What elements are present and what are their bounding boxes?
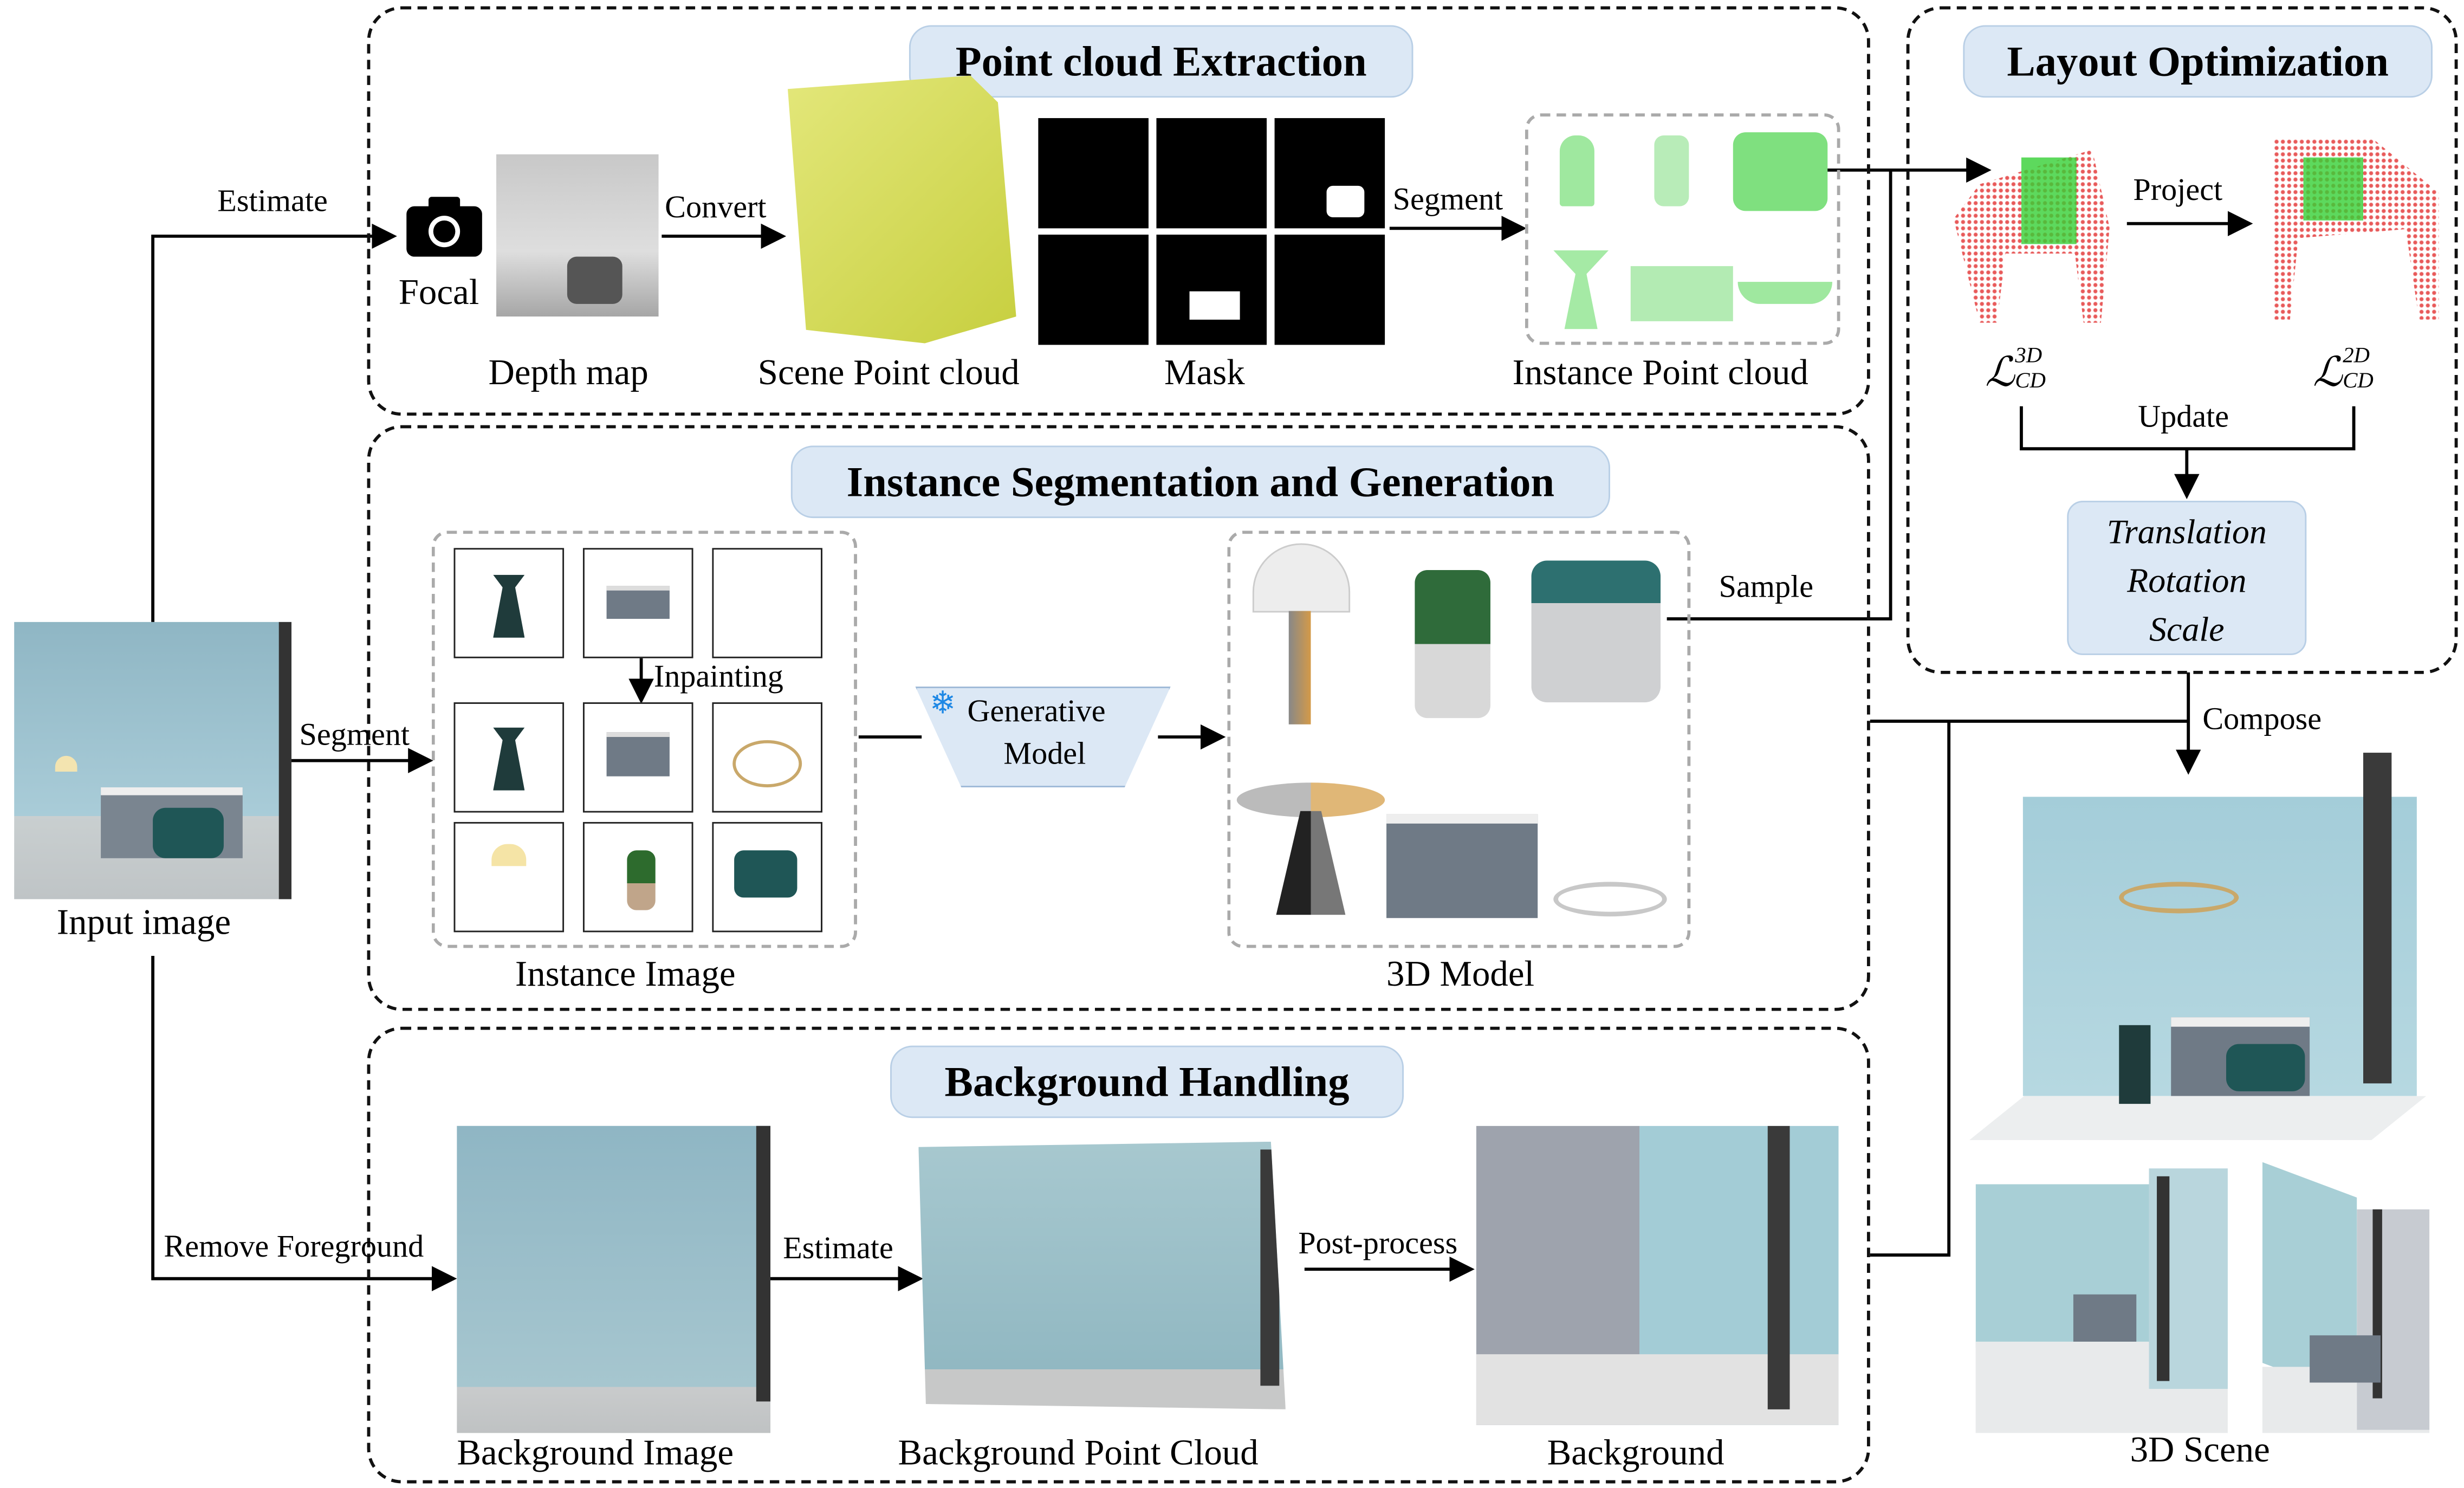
estimate-label-bottom: Estimate	[783, 1231, 893, 1266]
mask-tile	[1038, 118, 1149, 229]
chandelier-thumb	[732, 740, 802, 787]
mask-tile	[1156, 234, 1267, 345]
loss-symbol: ℒ	[2312, 350, 2343, 396]
input-image-label: Input image	[56, 902, 231, 942]
generative-model-label-1: Generative	[967, 694, 1106, 729]
snowflake-icon: ❄	[929, 687, 956, 721]
param-translation: Translation	[2106, 512, 2267, 552]
post-process-label: Post-process	[1298, 1226, 1458, 1261]
3d-scene-label: 3D Scene	[2130, 1429, 2270, 1470]
background-point-cloud-image	[918, 1141, 1286, 1409]
loss-sup: 3D	[2015, 345, 2042, 369]
loss-sub: CD	[2343, 370, 2374, 394]
mask-label: Mask	[1164, 352, 1245, 392]
camera-icon	[406, 197, 482, 257]
convert-label: Convert	[665, 190, 767, 225]
chandelier-model	[1553, 882, 1667, 917]
mask-tile	[1156, 118, 1267, 229]
loss-sub: CD	[2015, 370, 2046, 394]
3d-model-label: 3D Model	[1386, 954, 1535, 994]
background-handling-section	[367, 1026, 1870, 1484]
instance-tile	[453, 821, 565, 933]
background-image	[457, 1125, 771, 1433]
inpainting-label: Inpainting	[653, 659, 783, 695]
segment-label-left: Segment	[299, 718, 410, 753]
section-title-instance-seg: Instance Segmentation and Generation	[790, 445, 1610, 519]
param-rotation: Rotation	[2127, 560, 2247, 600]
instance-image-label: Instance Image	[515, 954, 736, 994]
mask-shape	[1189, 291, 1240, 320]
background-image-label: Background Image	[457, 1433, 734, 1473]
instance-point-cloud-box	[1525, 113, 1840, 345]
remove-foreground-label: Remove Foreground	[164, 1230, 424, 1265]
point-cloud-extraction-section	[367, 6, 1870, 416]
cactus-thumb	[627, 850, 656, 910]
desk-thumb	[606, 732, 670, 777]
input-image	[14, 622, 291, 900]
mask-shape	[1326, 185, 1365, 218]
instance-tile	[453, 548, 565, 658]
layout-optimization-section	[1906, 6, 2458, 674]
scene-point-cloud-image	[788, 75, 1016, 344]
focal-label: Focal	[398, 272, 479, 312]
point-cloud-green	[2303, 157, 2363, 221]
desk-thumb	[606, 586, 670, 619]
cactus-model	[1415, 570, 1490, 719]
3d-scene-view-right	[2262, 1162, 2430, 1433]
instance-segmentation-section	[367, 425, 1870, 1011]
param-scale: Scale	[2149, 609, 2225, 649]
project-label: Project	[2133, 173, 2223, 208]
background-point-cloud-label: Background Point Cloud	[898, 1433, 1259, 1473]
estimate-label-top: Estimate	[217, 184, 328, 219]
depth-map-label: Depth map	[488, 352, 649, 392]
chair-thumb	[734, 850, 797, 898]
loss-symbol: ℒ	[1985, 350, 2015, 396]
3d-scene-main	[1969, 753, 2427, 1140]
desk-model	[1386, 814, 1538, 918]
generative-model-block	[915, 687, 1171, 787]
background-label: Background	[1547, 1433, 1724, 1473]
section-title-point-cloud: Point cloud Extraction	[909, 25, 1413, 98]
sample-label: Sample	[1719, 570, 1814, 605]
section-title-background: Background Handling	[890, 1045, 1404, 1118]
scene-point-cloud-label: Scene Point cloud	[757, 352, 1020, 392]
point-cloud-green	[2021, 157, 2077, 244]
3d-scene-view-left	[1975, 1168, 2228, 1433]
3d-model-box	[1227, 530, 1691, 948]
instance-tile	[712, 548, 822, 658]
instance-point-cloud-label: Instance Point cloud	[1512, 352, 1808, 392]
update-label: Update	[2138, 400, 2229, 435]
instance-image-box	[431, 530, 857, 948]
mask-tile	[1274, 234, 1385, 345]
loss-sup: 2D	[2343, 345, 2370, 369]
section-title-layout: Layout Optimization	[1963, 25, 2433, 98]
lamp-stem	[1288, 611, 1311, 724]
depth-map-image	[496, 154, 659, 317]
transform-params-box: Translation Rotation Scale	[2067, 501, 2307, 655]
chair-model	[1531, 560, 1661, 703]
generative-model-label-2: Model	[1003, 737, 1086, 772]
lamp-thumb	[491, 844, 527, 866]
compose-label: Compose	[2202, 702, 2322, 737]
segment-label-top: Segment	[1392, 183, 1503, 218]
background-output-image	[1476, 1125, 1839, 1425]
mask-tile	[1038, 234, 1149, 345]
